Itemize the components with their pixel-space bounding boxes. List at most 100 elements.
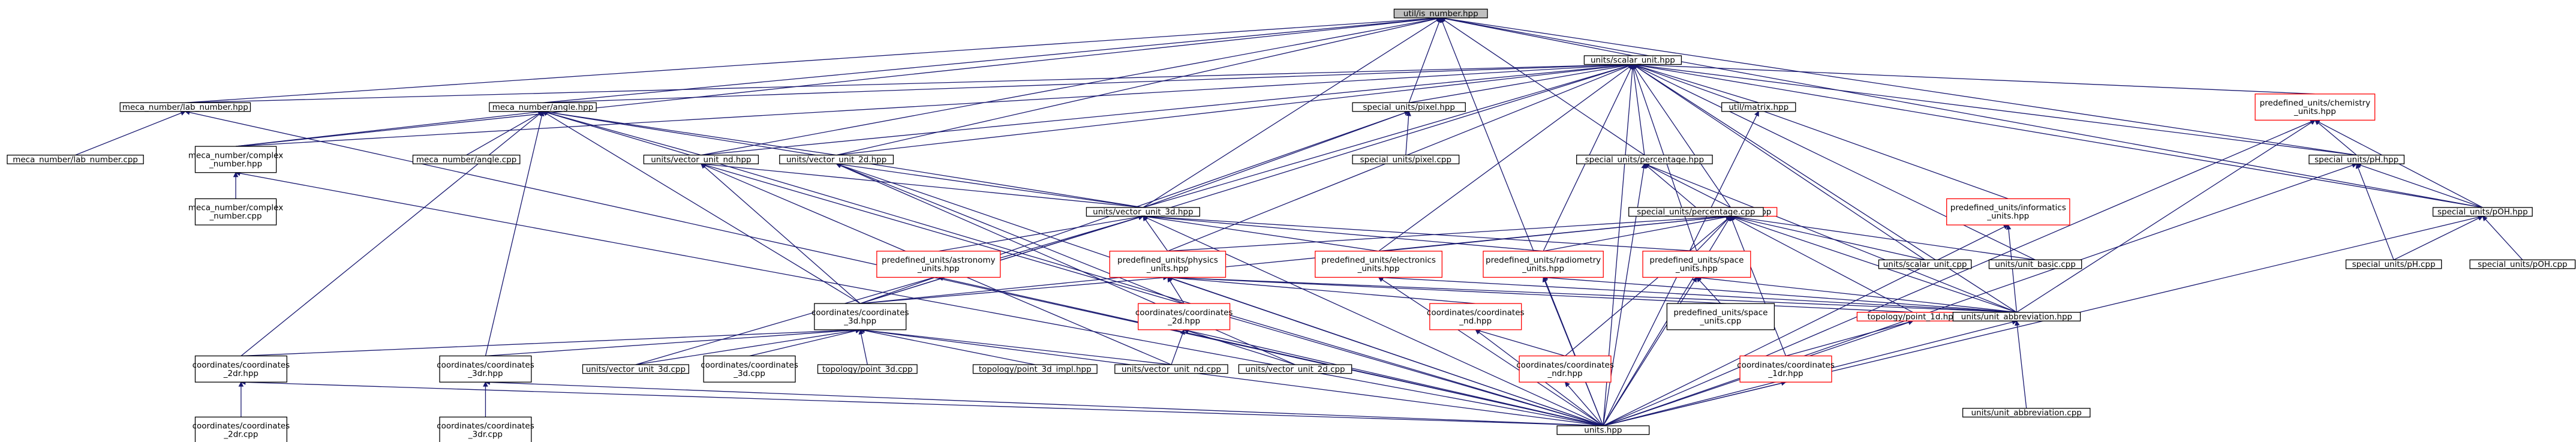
- node-root[interactable]: util/is_number.hpp: [1393, 8, 1488, 19]
- node-perccpp[interactable]: special_units/percentage.cpp: [1628, 207, 1764, 217]
- node-box: [1352, 102, 1466, 112]
- edge-abbr-to-elec: [1382, 277, 2017, 313]
- node-c2drcpp[interactable]: coordinates/coordinates_2dr.cpp: [193, 416, 290, 442]
- node-box: [1576, 154, 1713, 164]
- node-label: util/matrix.hpp: [1729, 103, 1789, 112]
- node-radio[interactable]: predefined_units/radiometry_units.hpp: [1483, 251, 1604, 278]
- node-labnumcpp[interactable]: meca_number/lab_number.cpp: [7, 154, 144, 164]
- node-p3dimpl[interactable]: topology/point_3d_impl.hpp: [972, 364, 1098, 374]
- edge-complexhpp-to-angle: [235, 111, 539, 147]
- edge-abbr-to-phys: [1171, 277, 2017, 313]
- node-matrix[interactable]: util/matrix.hpp: [1721, 102, 1796, 112]
- node-label: units/unit_abbreviation.cpp: [1971, 408, 2082, 418]
- node-label: special_units/percentage.hpp: [1585, 155, 1704, 164]
- edge-basiccpp-to-scalar: [1636, 65, 2036, 260]
- node-box: [1988, 259, 2082, 269]
- arrowhead-units-to-cndr: [1564, 381, 1570, 387]
- node-complexhpp[interactable]: meca_number/complex_number.hpp: [188, 146, 283, 173]
- node-scalar[interactable]: units/scalar_unit.hpp: [1583, 55, 1682, 65]
- node-label: special_units/percentage.cpp: [1637, 208, 1755, 217]
- node-box: [439, 355, 532, 383]
- node-basiccpp[interactable]: units/unit_basic.cpp: [1988, 259, 2082, 269]
- node-label: units/vector_unit_2d.hpp: [786, 155, 886, 164]
- node-c3drcpp[interactable]: coordinates/coordinates_3dr.cpp: [437, 416, 534, 442]
- node-c3dr[interactable]: coordinates/coordinates_3dr.hpp: [437, 355, 534, 383]
- node-units[interactable]: units.hpp: [1556, 425, 1650, 435]
- edge-pohcpp-to-poh: [2485, 219, 2523, 260]
- edge-basiccpp-to-basic: [1735, 216, 2036, 260]
- node-vndcpp[interactable]: units/vector_unit_nd.cpp: [1114, 364, 1228, 374]
- node-spacecpp[interactable]: predefined_units/space_units.cpp: [1666, 303, 1775, 330]
- node-c3d[interactable]: coordinates/coordinates_3d.hpp: [811, 303, 909, 330]
- node-poh[interactable]: special_units/pOH.hpp: [2432, 207, 2533, 217]
- edge-phys-to-v3d: [1145, 219, 1168, 252]
- edge-labnum-to-scalar: [185, 64, 1629, 103]
- node-pixel[interactable]: special_units/pixel.hpp: [1352, 102, 1466, 112]
- node-cndr[interactable]: coordinates/coordinates_ndr.hpp: [1516, 355, 1614, 383]
- edge-complexhpp-to-scalar: [236, 64, 1629, 147]
- arrowhead-units-to-radio: [1542, 276, 1547, 283]
- node-box: [1114, 364, 1228, 374]
- edge-units-to-elec: [1382, 279, 1604, 426]
- node-pixelcpp[interactable]: special_units/pixel.cpp: [1352, 154, 1460, 164]
- node-info[interactable]: predefined_units/informatics_units.hpp: [1946, 198, 2070, 225]
- node-label: _3d.cpp: [733, 369, 765, 378]
- node-box: [489, 102, 597, 112]
- edge-units-to-space: [1603, 281, 1695, 426]
- node-ph[interactable]: special_units/pH.hpp: [2309, 154, 2405, 164]
- edge-c2d-to-v2d: [840, 165, 1185, 304]
- edge-basic-to-perc: [1648, 165, 1731, 208]
- edge-perccpp-to-perc: [1647, 166, 1697, 208]
- node-c2d[interactable]: coordinates/coordinates_2d.hpp: [1135, 303, 1233, 330]
- node-c2dr[interactable]: coordinates/coordinates_2dr.hpp: [193, 355, 290, 383]
- node-box: [119, 102, 251, 112]
- node-box: [2255, 94, 2376, 121]
- node-v2dcpp[interactable]: units/vector_unit_2d.cpp: [1238, 364, 1352, 374]
- node-label: _2d.hpp: [1167, 316, 1200, 326]
- node-anglecpp[interactable]: meca_number/angle.cpp: [412, 154, 521, 164]
- node-v3d[interactable]: units/vector_unit_3d.hpp: [1086, 207, 1200, 217]
- edge-v3d-to-v2d: [840, 164, 1143, 208]
- edge-units-to-c1dr: [1603, 383, 1782, 426]
- node-c3dcpp[interactable]: coordinates/coordinates_3d.cpp: [701, 355, 798, 383]
- node-perc[interactable]: special_units/percentage.hpp: [1576, 154, 1713, 164]
- node-scalarcpp[interactable]: units/scalar_unit.cpp: [1878, 259, 1972, 269]
- node-vnd[interactable]: units/vector_unit_nd.hpp: [643, 154, 759, 164]
- node-astro[interactable]: predefined_units/astronomy_units.hpp: [876, 251, 1001, 278]
- edge-labnumcpp-to-labnum: [75, 112, 182, 156]
- edge-space-to-basic: [1696, 219, 1729, 252]
- node-p1d[interactable]: topology/point_1d.hpp: [1856, 312, 1970, 321]
- edge-v2d-to-root: [836, 18, 1437, 156]
- edge-c2dr-to-angle: [241, 113, 540, 356]
- node-label: special_units/pH.cpp: [2352, 260, 2436, 269]
- node-v3dcpp[interactable]: units/vector_unit_3d.cpp: [582, 364, 690, 374]
- node-phcpp[interactable]: special_units/pH.cpp: [2345, 259, 2442, 269]
- node-label: predefined_units/chemistry: [2260, 98, 2370, 108]
- node-space[interactable]: predefined_units/space_units.hpp: [1642, 251, 1751, 278]
- node-elec[interactable]: predefined_units/electronics_units.hpp: [1315, 251, 1443, 278]
- node-box: [2309, 154, 2405, 164]
- edge-units-to-cndr: [1567, 385, 1604, 426]
- edge-c1dr-to-basic: [1732, 220, 1787, 356]
- edge-phcpp-to-poh: [2393, 218, 2479, 260]
- edge-units-to-c3dr: [489, 381, 1603, 426]
- arrowhead-c2drcpp-to-c2dr: [238, 381, 244, 387]
- node-box: [1739, 355, 1832, 383]
- node-pohcpp[interactable]: special_units/pOH.cpp: [2469, 259, 2576, 269]
- edge-cnd-to-phys: [1171, 277, 1476, 304]
- edge-c3d-to-angle: [546, 113, 861, 304]
- node-angle[interactable]: meca_number/angle.hpp: [489, 102, 597, 112]
- node-cnd[interactable]: coordinates/coordinates_nd.hpp: [1427, 303, 1525, 330]
- node-phys[interactable]: predefined_units/physics_units.hpp: [1109, 251, 1227, 278]
- node-v2d[interactable]: units/vector_unit_2d.hpp: [779, 154, 894, 164]
- node-abbr[interactable]: units/unit_abbreviation.hpp: [1952, 312, 2081, 321]
- node-abbrcpp[interactable]: units/unit_abbreviation.cpp: [1962, 408, 2091, 418]
- edge-anglecpp-to-angle: [466, 113, 540, 156]
- node-labnum[interactable]: meca_number/lab_number.hpp: [119, 102, 251, 112]
- arrowhead-units-to-root: [1439, 17, 1445, 23]
- node-c1dr[interactable]: coordinates/coordinates_1dr.hpp: [1737, 355, 1835, 383]
- node-p3dcpp[interactable]: topology/point_3d.cpp: [817, 364, 918, 374]
- node-chem[interactable]: predefined_units/chemistry_units.hpp: [2255, 94, 2376, 121]
- node-complexcpp[interactable]: meca_number/complex_number.cpp: [188, 198, 283, 225]
